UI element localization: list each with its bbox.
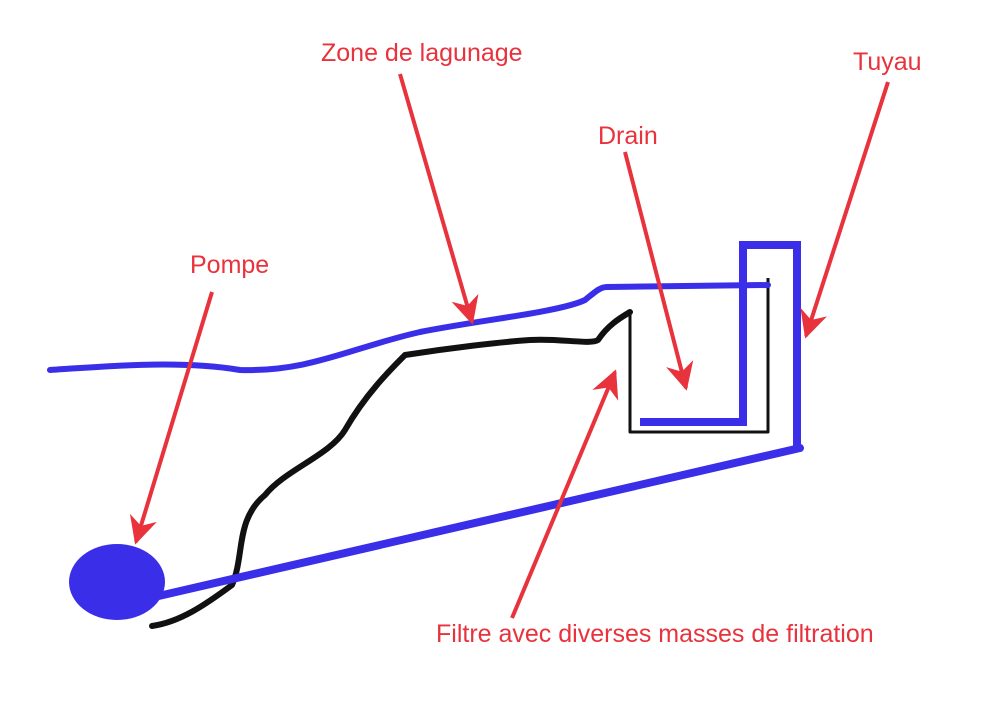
water-surface-line (47, 282, 771, 374)
arrow-zone-lagunage (398, 73, 479, 325)
label-zone-lagunage: Zone de lagunage (321, 39, 523, 67)
pump-shape (69, 544, 165, 620)
label-tuyau: Tuyau (853, 48, 922, 76)
filter-box (628, 278, 770, 434)
arrow-drain (623, 151, 694, 391)
arrow-tuyau (800, 81, 890, 339)
arrow-filtre (510, 369, 619, 619)
arrow-pompe (129, 291, 214, 545)
label-drain: Drain (598, 122, 658, 150)
label-pompe: Pompe (190, 251, 269, 279)
label-filtre: Filtre avec diverses masses de filtratio… (436, 620, 874, 648)
drain-pipe (640, 241, 801, 448)
return-pipe (146, 444, 804, 602)
